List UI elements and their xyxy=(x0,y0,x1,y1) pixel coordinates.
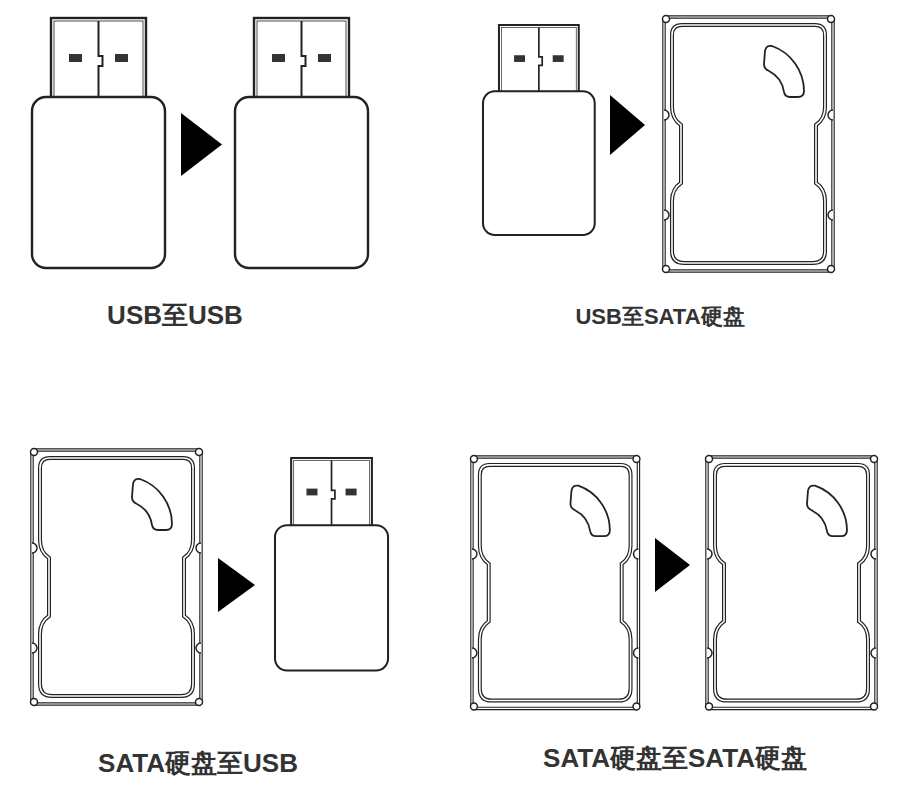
caption-label: SATA硬盘至USB xyxy=(98,748,298,779)
usb-contact xyxy=(514,55,525,62)
hdd-corner-screw xyxy=(31,449,38,456)
usb-contact xyxy=(318,54,331,62)
usb-contact xyxy=(69,54,82,62)
hdd-frame-inner xyxy=(664,17,833,271)
sata-hard-disk xyxy=(706,455,878,709)
hdd-side-notch xyxy=(634,549,639,559)
hdd-corner-screw xyxy=(470,455,477,462)
usb-body xyxy=(483,91,595,235)
sata-hard-disk xyxy=(31,449,203,706)
hdd-corner-screw xyxy=(196,699,203,706)
hdd-corner-screw xyxy=(470,703,477,710)
usb-plug-inner xyxy=(54,21,143,98)
usb-drive xyxy=(275,458,388,671)
hdd-frame xyxy=(664,17,833,271)
hdd-corner-screw xyxy=(31,699,38,706)
hdd-head-arm xyxy=(570,486,609,537)
hdd-side-notch xyxy=(871,549,876,559)
hdd-corner-screw xyxy=(633,455,640,462)
sata-hard-disk xyxy=(470,455,639,709)
hdd-side-notch xyxy=(472,648,477,658)
usb-contact xyxy=(115,54,128,62)
usb-plug xyxy=(51,18,146,98)
direction-arrow xyxy=(610,95,645,155)
hdd-corner-screw xyxy=(706,703,713,710)
hdd-corner-screw xyxy=(196,449,203,456)
direction-arrow xyxy=(655,538,690,592)
usb-contact xyxy=(272,54,285,62)
hdd-side-notch xyxy=(707,648,712,658)
hdd-cover-inner xyxy=(672,25,825,263)
hdd-side-notch xyxy=(32,543,37,553)
caption-label: SATA硬盘至SATA硬盘 xyxy=(543,743,807,774)
hdd-frame xyxy=(707,457,876,708)
hdd-cover-inner xyxy=(715,465,868,701)
usb-plug-divider xyxy=(539,28,542,93)
hdd-corner-screw xyxy=(871,703,878,710)
hdd-head-arm xyxy=(764,46,804,97)
usb-plug-divider xyxy=(302,21,306,98)
hdd-frame xyxy=(32,450,201,704)
hdd-head-arm xyxy=(132,479,172,530)
hdd-frame-inner xyxy=(707,457,876,708)
usb-body xyxy=(275,525,388,670)
caption-label: USB至SATA硬盘 xyxy=(575,304,744,330)
hdd-corner-screw xyxy=(828,266,835,273)
hdd-cover xyxy=(40,458,193,696)
usb-plug-divider xyxy=(332,461,335,526)
usb-plug xyxy=(254,18,349,98)
usb-contact xyxy=(306,489,317,496)
hdd-corner-screw xyxy=(663,266,670,273)
hdd-head-arm xyxy=(807,486,847,537)
hdd-cover-inner xyxy=(480,465,631,701)
direction-arrow xyxy=(218,558,255,612)
hdd-frame xyxy=(472,457,638,708)
hdd-side-notch xyxy=(828,110,833,120)
hdd-side-notch xyxy=(664,110,669,120)
hdd-corner-screw xyxy=(706,455,713,462)
usb-contact xyxy=(346,489,357,496)
hdd-side-notch xyxy=(828,210,833,220)
hdd-corner-screw xyxy=(871,455,878,462)
hdd-corner-screw xyxy=(663,16,670,23)
hdd-cover xyxy=(480,465,631,701)
usb-plug xyxy=(291,458,372,526)
hdd-side-notch xyxy=(664,210,669,220)
hdd-cover-inner xyxy=(40,458,193,696)
hdd-frame-inner xyxy=(32,450,201,704)
hdd-side-notch xyxy=(472,549,477,559)
hdd-side-notch xyxy=(634,648,639,658)
usb-contact xyxy=(553,55,564,62)
direction-arrow xyxy=(181,113,222,176)
usb-plug-inner xyxy=(257,21,346,98)
usb-plug xyxy=(499,25,579,92)
hdd-frame-inner xyxy=(472,457,638,708)
usb-plug-divider xyxy=(99,21,103,98)
caption-label: USB至USB xyxy=(107,300,243,331)
sata-hard-disk xyxy=(663,16,835,273)
usb-drive xyxy=(235,18,368,268)
hdd-cover xyxy=(715,465,868,701)
usb-plug-inner xyxy=(501,28,576,93)
hdd-side-notch xyxy=(196,543,201,553)
usb-plug-inner xyxy=(294,461,370,526)
hdd-side-notch xyxy=(32,643,37,653)
hdd-side-notch xyxy=(871,648,876,658)
hdd-corner-screw xyxy=(828,16,835,23)
hdd-side-notch xyxy=(707,549,712,559)
usb-body xyxy=(235,97,368,268)
hdd-cover xyxy=(672,25,825,263)
usb-body xyxy=(32,97,165,268)
hdd-side-notch xyxy=(196,643,201,653)
hdd-corner-screw xyxy=(633,703,640,710)
usb-drive xyxy=(483,25,595,235)
usb-drive xyxy=(32,18,165,268)
